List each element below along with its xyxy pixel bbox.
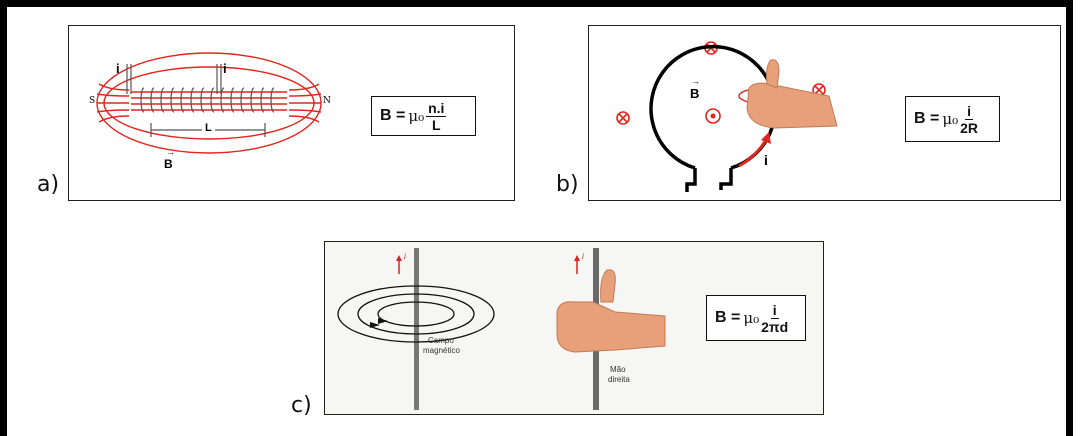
length-label: L [202,122,215,134]
panel-c-label: c) [291,393,312,418]
hand-caption-line2: direita [608,375,630,384]
field-caption-line1: Campo [428,336,454,345]
vector-arrow-icon: → [166,147,175,157]
vector-arrow-icon: → [691,76,700,86]
straight-wire-diagram [337,248,666,410]
south-pole-label: S [89,96,96,106]
field-vector-label: B [164,157,173,171]
loop-diagram [616,41,838,192]
panel-a-label: a) [37,172,60,197]
hand-caption-line1: Mão [610,365,626,374]
panel-c-straight-wire: i i Campo magnético Mão direita B = μ₀ i… [324,241,824,415]
current-label-right: i [582,252,584,261]
solenoid-diagram [96,52,322,154]
field-caption-line2: magnético [423,346,460,355]
current-label-left: i [116,61,120,76]
north-pole-label: N [323,96,331,106]
current-label-right: i [223,61,227,76]
panel-b-label: b) [556,172,579,197]
current-label: i [764,152,768,168]
field-vector-label: B [690,86,700,101]
current-label-left: i [404,252,406,261]
